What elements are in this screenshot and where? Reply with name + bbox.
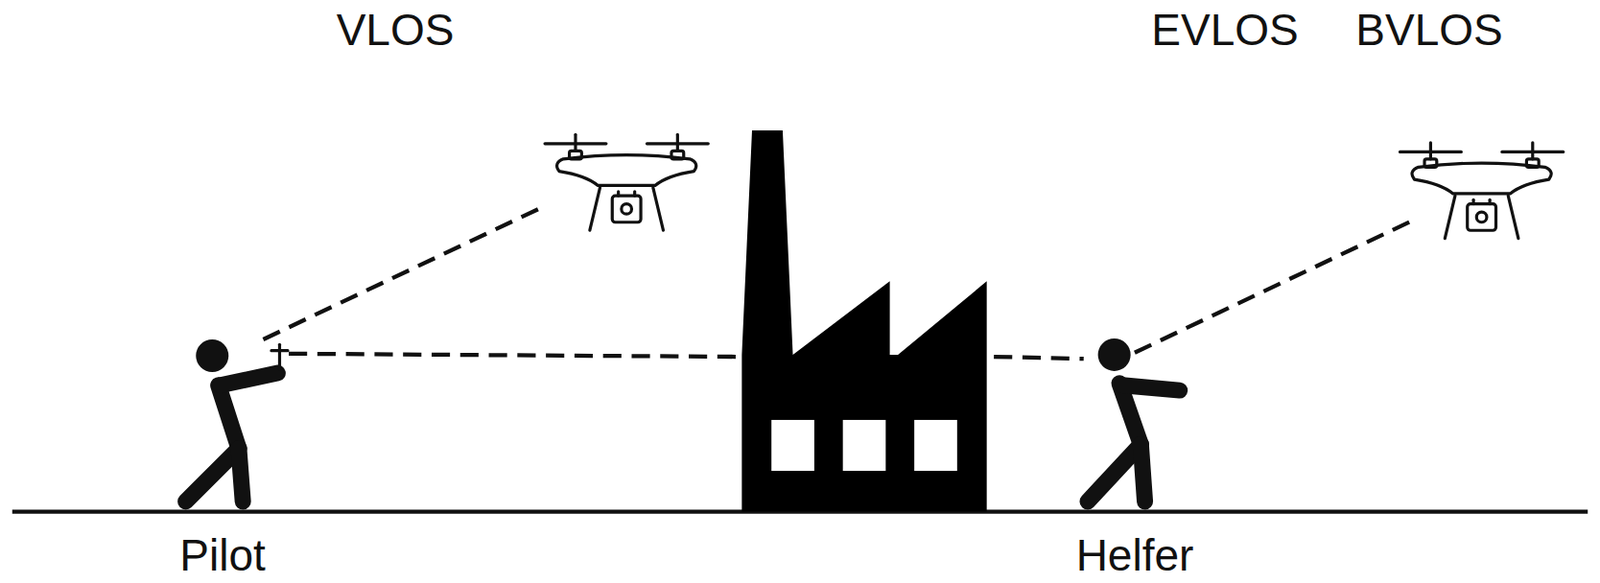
factory xyxy=(741,130,987,513)
person-label: Helfer xyxy=(1076,533,1195,578)
operation-mode-label: EVLOS xyxy=(1151,7,1298,52)
drone xyxy=(544,134,708,231)
drone xyxy=(1400,142,1564,239)
helper-figure xyxy=(1087,338,1180,502)
operation-mode-label: BVLOS xyxy=(1355,7,1503,52)
pilot-figure xyxy=(186,339,288,502)
person-label: Pilot xyxy=(179,533,265,578)
operation-mode-label: VLOS xyxy=(336,7,455,52)
